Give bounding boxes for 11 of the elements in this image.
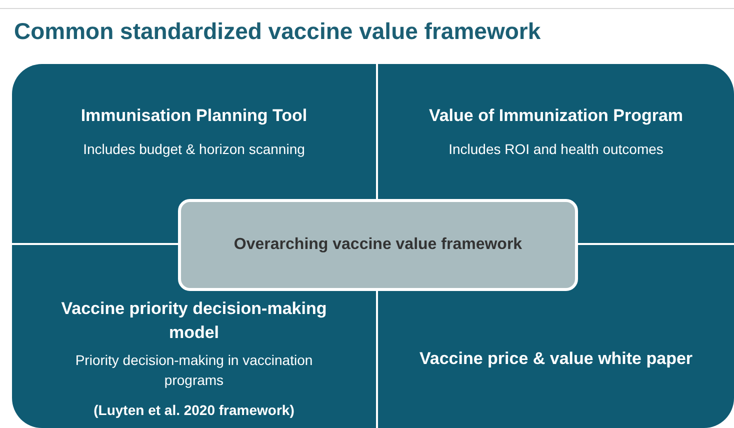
quadrant-heading: Immunisation Planning Tool [80,105,308,127]
quadrant-note: (Luyten et al. 2020 framework) [92,401,296,420]
quadrant-heading: Vaccine priority decision-making model [60,298,328,344]
center-label: Overarching vaccine value framework [234,236,522,254]
quadrant-heading: Vaccine price & value white paper [418,348,694,370]
quadrant-description: Includes ROI and health outcomes [448,140,664,159]
diagram-title: Common standardized vaccine value framework [14,18,541,45]
quadrant-heading: Value of Immunization Program [428,105,684,127]
quadrant-description: Priority decision-making in vaccination programs [74,351,314,390]
center-box [178,199,578,291]
quadrant-description: Includes budget & horizon scanning [82,140,306,159]
